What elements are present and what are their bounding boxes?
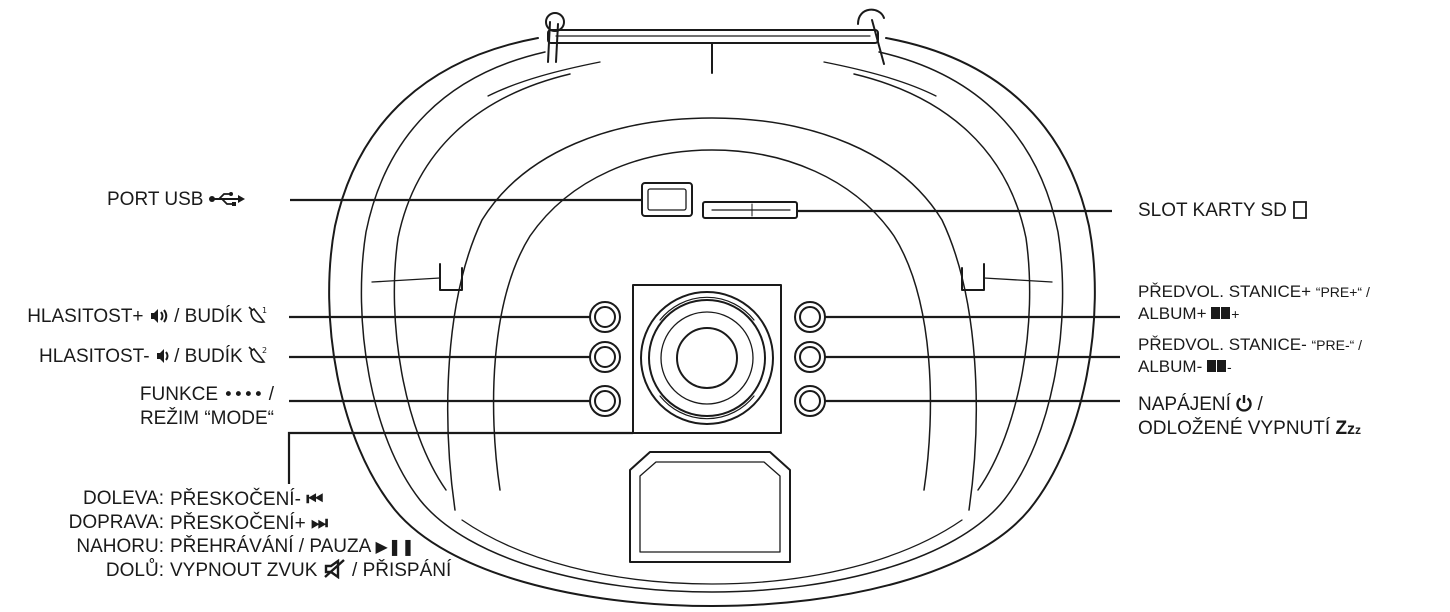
preset-down-line2: ALBUM- -	[1138, 356, 1362, 378]
nav-right-text: PŘESKOČENÍ+	[170, 513, 306, 534]
right-buttons	[794, 301, 826, 417]
nav-up-text: PŘEHRÁVÁNÍ / PAUZA	[170, 536, 371, 557]
label-volume-up: HLASITOST+ / BUDÍK 1	[27, 305, 268, 329]
label-preset-down: PŘEDVOL. STANICE- “PRE-“ / ALBUM- -	[1138, 334, 1362, 378]
nav-control-pad	[632, 284, 782, 434]
nav-action-up: PŘEHRÁVÁNÍ / PAUZA ▶❚❚	[170, 535, 415, 559]
preset-up-quote: “PRE+“ /	[1315, 284, 1370, 300]
label-nav-left: DOLEVA: PŘESKOČENÍ- ⏮ DOPRAVA: PŘESKOČEN…	[0, 487, 452, 583]
nav-action-down: VYPNOUT ZVUK / PŘISPÁNÍ	[170, 558, 452, 583]
leader-lines	[287, 198, 1120, 484]
preset-up-line1: PŘEDVOL. STANICE+ “PRE+“ /	[1138, 281, 1370, 303]
volume-up-icon	[150, 309, 168, 323]
zzz-mid: z	[1347, 421, 1356, 438]
label-volume-down: HLASITOST- / BUDÍK 2	[39, 345, 268, 369]
sd-slot-text: SLOT KARTY SD	[1138, 200, 1287, 221]
svg-text:2: 2	[262, 346, 267, 355]
nav-down-text: VYPNOUT ZVUK	[170, 560, 318, 581]
preset-down-line1: PŘEDVOL. STANICE- “PRE-“ /	[1138, 334, 1362, 356]
volume-down-icon	[156, 349, 169, 363]
usb-port	[641, 182, 693, 217]
volume-down-text: HLASITOST-	[39, 346, 150, 367]
dots-icon: ••••	[223, 385, 264, 405]
album-up-suffix: +	[1231, 306, 1240, 322]
album-icon	[1206, 360, 1226, 372]
sd-slot	[702, 201, 798, 219]
sd-card-icon	[1293, 201, 1308, 219]
label-sd-slot: SLOT KARTY SD	[1138, 199, 1308, 223]
nav-row-left: DOLEVA: PŘESKOČENÍ- ⏮	[0, 487, 448, 511]
antenna	[545, 8, 885, 74]
zzz-small: z	[1355, 423, 1362, 437]
volume-up-text: HLASITOST+	[27, 306, 144, 327]
sleep-text: ODLOŽENÉ VYPNUTÍ	[1138, 418, 1331, 439]
album-up-text: ALBUM+	[1138, 304, 1207, 323]
nav-action-right: PŘESKOČENÍ+ ⏭	[170, 511, 328, 536]
nav-row-right: DOPRAVA: PŘESKOČENÍ+ ⏭	[0, 511, 448, 535]
play-pause-icon: ▶❚❚	[375, 537, 415, 556]
power-line1: NAPÁJENÍ /	[1138, 393, 1361, 417]
usb-port-text: PORT USB	[107, 189, 204, 210]
album-down-text: ALBUM-	[1138, 357, 1203, 376]
nav-dir-left: DOLEVA:	[83, 488, 164, 509]
sleep-zzz-icon: Zzz	[1335, 418, 1361, 439]
album-down-suffix: -	[1226, 359, 1232, 375]
nav-row-up: NAHORU: PŘEHRÁVÁNÍ / PAUZA ▶❚❚	[0, 535, 448, 559]
volume-up-alarm-text: / BUDÍK	[174, 306, 243, 327]
nav-dir-up: NAHORU:	[76, 536, 164, 557]
skip-forward-icon: ⏭	[310, 512, 329, 534]
preset-down-quote: “PRE-“ /	[1311, 337, 1363, 353]
funkce-line1: FUNKCE •••• /	[140, 383, 274, 407]
zzz-big: Z	[1335, 418, 1348, 439]
left-buttons	[589, 301, 621, 417]
boombox-body	[328, 37, 1096, 607]
preset-down-text: PŘEDVOL. STANICE-	[1138, 335, 1307, 354]
nav-down-text2: / PŘISPÁNÍ	[352, 560, 452, 581]
skip-back-icon: ⏮	[306, 488, 324, 510]
power-slash: /	[1257, 394, 1263, 415]
volume-down-alarm-text: / BUDÍK	[174, 346, 243, 367]
nav-row-down: DOLŮ: VYPNOUT ZVUK / PŘISPÁNÍ	[0, 558, 452, 583]
label-usb-port: PORT USB	[107, 188, 245, 212]
alarm-1-icon: 1	[248, 306, 267, 323]
power-text: NAPÁJENÍ	[1138, 394, 1231, 415]
display-window	[629, 451, 791, 563]
album-icon	[1211, 307, 1231, 319]
nav-action-left: PŘESKOČENÍ- ⏮	[170, 487, 323, 512]
preset-up-text: PŘEDVOL. STANICE+	[1138, 282, 1312, 301]
label-preset-up: PŘEDVOL. STANICE+ “PRE+“ / ALBUM+ +	[1138, 281, 1370, 325]
mute-icon	[323, 558, 345, 580]
nav-dir-right: DOPRAVA:	[68, 512, 164, 533]
nav-left-text: PŘESKOČENÍ-	[170, 489, 301, 510]
preset-up-line2: ALBUM+ +	[1138, 303, 1370, 325]
nav-dir-down: DOLŮ:	[105, 560, 164, 581]
label-funkce-mode: FUNKCE •••• / REŽIM “MODE“	[140, 383, 274, 431]
svg-text:1: 1	[262, 306, 267, 315]
usb-icon	[208, 192, 245, 206]
label-power-sleep: NAPÁJENÍ / ODLOŽENÉ VYPNUTÍ Zzz	[1138, 393, 1361, 442]
funkce-text: FUNKCE	[139, 384, 219, 405]
power-icon	[1236, 395, 1252, 412]
power-line2: ODLOŽENÉ VYPNUTÍ Zzz	[1138, 417, 1361, 442]
alarm-2-icon: 2	[248, 346, 267, 363]
mode-text: REŽIM “MODE“	[139, 408, 274, 429]
funkce-slash: /	[268, 384, 274, 405]
